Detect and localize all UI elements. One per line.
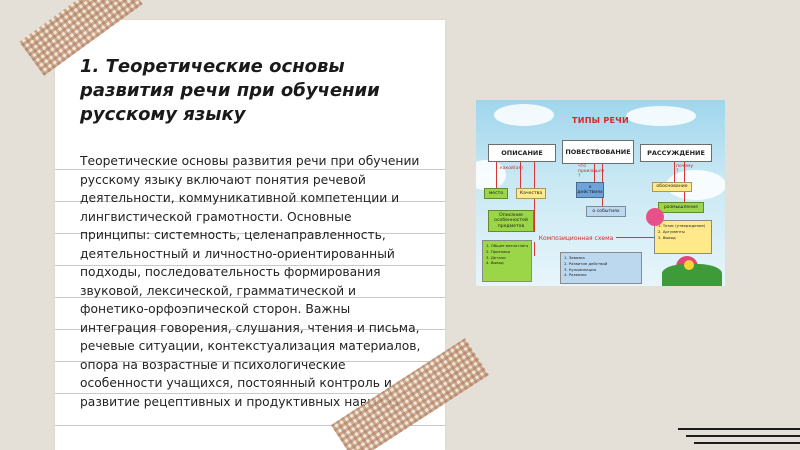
slide-title: 1. Теоретические основы развития речи пр… <box>80 56 380 125</box>
foliage-decoration <box>662 264 722 286</box>
decorative-line <box>686 435 800 437</box>
flower-decoration <box>646 208 664 226</box>
cloud-shape <box>494 104 554 126</box>
list-rassuzhdenie-plan: 1. Тезис (утверждение) 2. Аргументы 3. В… <box>654 220 712 254</box>
list-opisanie-plan: 1. Общее впечатление 2. Признаки 3. Дета… <box>482 240 532 282</box>
box-o-sobytiyah: о событиях <box>586 206 626 217</box>
arrow-line <box>520 162 521 188</box>
type-box-rassuzhdenie: РАССУЖДЕНИЕ <box>640 144 712 162</box>
list-item: 3. Детали <box>486 254 506 260</box>
decorative-line <box>694 442 800 444</box>
cloud-shape <box>626 106 696 126</box>
arrow-line <box>496 162 497 188</box>
decorative-line <box>678 428 800 430</box>
box-obosnovanie: обоснование <box>652 182 692 192</box>
flower-decoration <box>684 260 694 270</box>
list-item: 4. Вывод <box>486 260 504 266</box>
list-item: 3. Кульминация <box>564 266 596 272</box>
list-item: 2. Аргументы <box>658 228 685 234</box>
arrow-line <box>616 237 656 238</box>
box-razmyshlenie: размышление <box>658 202 704 213</box>
list-item: 2. Признаки <box>486 248 511 254</box>
arrow-line <box>674 162 675 182</box>
cloud-shape <box>476 160 506 190</box>
type-box-opisanie: ОПИСАНИЕ <box>488 144 556 162</box>
box-opisanie-osobennostei: Описание особенностей предметов <box>488 210 534 232</box>
arrow-line <box>594 164 595 182</box>
type-box-povestvovanie: ПОВЕСТВОВАНИЕ <box>562 140 634 164</box>
list-item: 2. Развитие действий <box>564 260 608 266</box>
list-item: 4. Развязка <box>564 272 587 278</box>
list-item: 1. Общее впечатление <box>486 243 528 248</box>
arrow-line <box>534 242 535 256</box>
list-item: 1. Завязка <box>564 255 585 260</box>
decorative-lines <box>672 420 800 450</box>
question-label-left: какой(ая) <box>500 166 523 171</box>
list-item: 3. Вывод <box>658 234 676 240</box>
list-item: 1. Тезис (утверждение) <box>658 223 706 228</box>
sheet-header-area <box>55 20 445 138</box>
slide-body-text: Теоретические основы развития речи при о… <box>80 154 421 409</box>
box-mesto: место <box>484 188 508 199</box>
composition-label: Композиционная схема <box>538 235 614 242</box>
speech-types-diagram: ТИПЫ РЕЧИ ОПИСАНИЕ ПОВЕСТВОВАНИЕ РАССУЖД… <box>476 100 725 286</box>
question-label-mid: что произошло ? <box>578 164 605 179</box>
box-o-deistviyah: о действиях <box>576 182 604 198</box>
question-label-right: почему ? <box>676 164 694 174</box>
lined-paper-sheet <box>55 20 445 450</box>
list-povestvovanie-plan: 1. Завязка 2. Развитие действий 3. Кульм… <box>560 252 642 284</box>
diagram-title: ТИПЫ РЕЧИ <box>571 116 630 125</box>
box-kachestva: Качества <box>516 188 546 199</box>
